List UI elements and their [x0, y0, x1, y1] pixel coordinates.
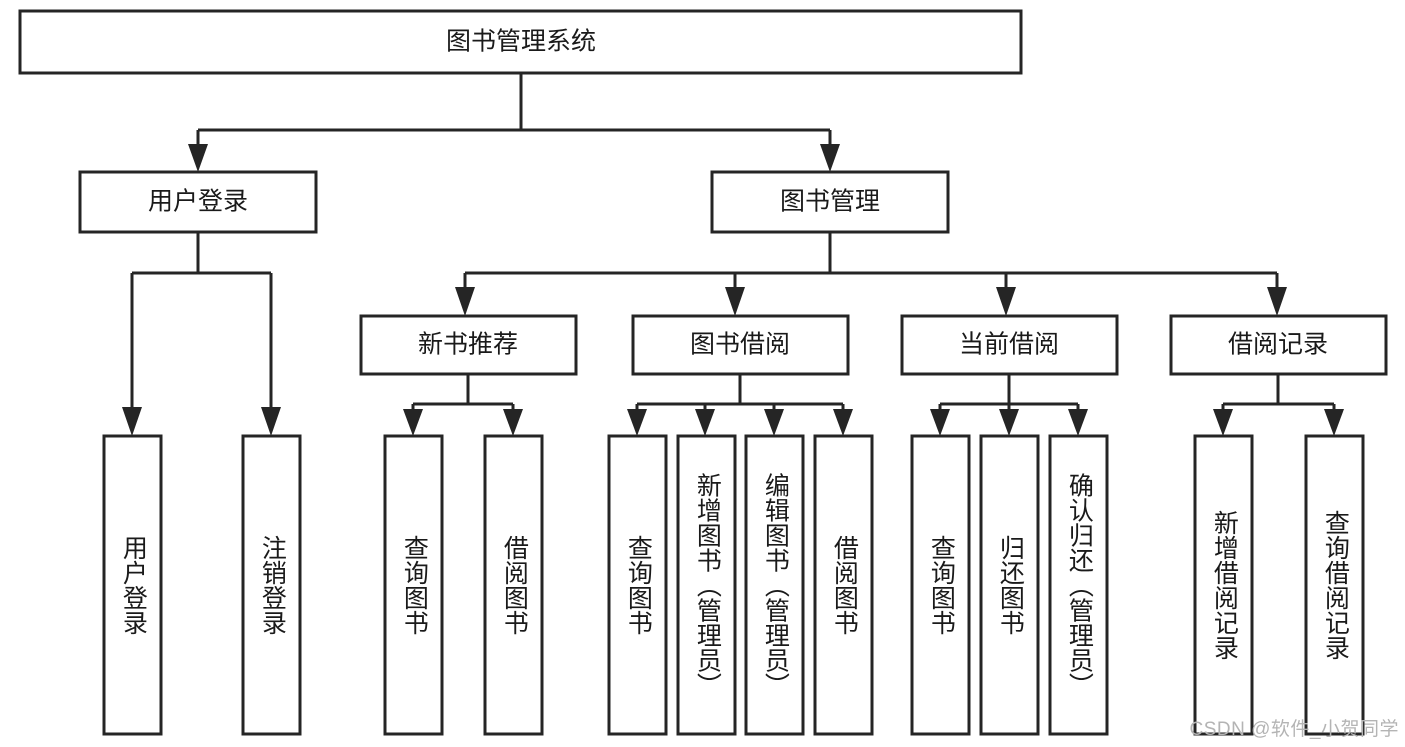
arrowhead-bb-query	[627, 409, 647, 436]
leaf-cb-return-book-label: 归还图书	[996, 535, 1025, 635]
leaf-user-login-label: 用户登录	[119, 535, 148, 635]
arrowhead-current-borrow	[996, 287, 1016, 316]
leaf-logout-box[interactable]	[241, 434, 302, 736]
node-book-management-label: 图书管理	[780, 188, 880, 216]
leaf-nbr-query-book-label: 查询图书	[400, 535, 429, 635]
arrowhead-logout-leaf	[261, 407, 281, 436]
node-new-book-recommend-box[interactable]	[359, 314, 578, 376]
leaf-user-login-box[interactable]	[102, 434, 163, 736]
leaf-logout[interactable]: 注销登录	[241, 434, 302, 736]
leaf-rec-query-record-box[interactable]	[1304, 434, 1365, 736]
node-book-management-box[interactable]	[710, 170, 950, 234]
leaf-bb-edit-book[interactable]: 编辑图书（管理员）	[744, 434, 805, 736]
leaf-cb-query-book-box[interactable]	[910, 434, 971, 736]
leaf-rec-add-record[interactable]: 新增借阅记录	[1193, 434, 1254, 736]
node-book-management[interactable]: 图书管理	[710, 170, 950, 234]
arrowhead-rec-add	[1213, 409, 1233, 436]
node-borrow-records-box[interactable]	[1169, 314, 1388, 376]
arrowhead-new-book	[455, 287, 475, 316]
leaf-bb-edit-book-box[interactable]	[744, 434, 805, 736]
csdn-watermark: CSDN @软件_小贺同学	[1189, 719, 1399, 740]
arrowhead-cb-confirm	[1068, 409, 1088, 436]
node-root[interactable]: 图书管理系统	[18, 9, 1023, 75]
arrowhead-bb-add	[695, 409, 715, 436]
leaf-rec-query-record-label: 查询借阅记录	[1321, 510, 1350, 660]
leaf-cb-return-book-box[interactable]	[979, 434, 1040, 736]
node-book-borrow-label: 图书借阅	[690, 331, 790, 359]
node-user-login[interactable]: 用户登录	[78, 170, 318, 234]
edges-layer	[122, 73, 1344, 436]
node-user-login-label: 用户登录	[148, 188, 248, 216]
node-borrow-records-label: 借阅记录	[1228, 331, 1328, 359]
arrowhead-bookmgmt	[820, 144, 840, 172]
leaf-rec-add-record-box[interactable]	[1193, 434, 1254, 736]
arrowhead-bb-borrow	[833, 409, 853, 436]
node-book-borrow[interactable]: 图书借阅	[631, 314, 850, 376]
arrowhead-cb-query	[930, 409, 950, 436]
node-book-borrow-box[interactable]	[631, 314, 850, 376]
leaf-bb-query-book[interactable]: 查询图书	[607, 434, 668, 736]
leaf-bb-add-book-label: 新增图书（管理员）	[693, 473, 722, 698]
leaf-cb-return-book[interactable]: 归还图书	[979, 434, 1040, 736]
arrowhead-cb-return	[999, 409, 1019, 436]
node-root-box[interactable]	[18, 9, 1023, 75]
node-current-borrow-box[interactable]	[900, 314, 1119, 376]
node-new-book-recommend-label: 新书推荐	[418, 331, 518, 359]
node-new-book-recommend[interactable]: 新书推荐	[359, 314, 578, 376]
node-root-label: 图书管理系统	[446, 28, 596, 56]
leaf-rec-add-record-label: 新增借阅记录	[1210, 510, 1239, 660]
arrowhead-nb-borrow	[503, 409, 523, 436]
arrowhead-book-borrow	[725, 287, 745, 316]
arrowhead-bb-edit	[764, 409, 784, 436]
node-user-login-box[interactable]	[78, 170, 318, 234]
leaf-bb-add-book-box[interactable]	[676, 434, 737, 736]
leaf-logout-label: 注销登录	[258, 535, 287, 635]
arrowhead-rec-query	[1324, 409, 1344, 436]
leaf-bb-query-book-label: 查询图书	[624, 535, 653, 635]
leaf-cb-confirm-return-label: 确认归还（管理员）	[1065, 473, 1094, 698]
arrowhead-userlogin	[188, 144, 208, 172]
leaf-nbr-query-book-box[interactable]	[383, 434, 444, 736]
leaf-nbr-borrow-book-box[interactable]	[483, 434, 544, 736]
leaf-bb-borrow-book[interactable]: 借阅图书	[813, 434, 874, 736]
leaf-cb-query-book[interactable]: 查询图书	[910, 434, 971, 736]
node-current-borrow-label: 当前借阅	[959, 331, 1059, 359]
leaf-nbr-borrow-book[interactable]: 借阅图书	[483, 434, 544, 736]
leaf-nbr-borrow-book-label: 借阅图书	[500, 535, 529, 635]
leaf-bb-edit-book-label: 编辑图书（管理员）	[761, 473, 790, 698]
leaf-cb-confirm-return[interactable]: 确认归还（管理员）	[1048, 434, 1109, 736]
leaf-cb-confirm-return-box[interactable]	[1048, 434, 1109, 736]
node-borrow-records[interactable]: 借阅记录	[1169, 314, 1388, 376]
leaf-bb-borrow-book-box[interactable]	[813, 434, 874, 736]
leaf-nbr-query-book[interactable]: 查询图书	[383, 434, 444, 736]
arrowhead-borrow-records	[1267, 287, 1287, 316]
node-current-borrow[interactable]: 当前借阅	[900, 314, 1119, 376]
leaf-rec-query-record[interactable]: 查询借阅记录	[1304, 434, 1365, 736]
leaf-user-login[interactable]: 用户登录	[102, 434, 163, 736]
leaf-bb-add-book[interactable]: 新增图书（管理员）	[676, 434, 737, 736]
leaf-bb-borrow-book-label: 借阅图书	[830, 535, 859, 635]
arrowhead-nb-query	[403, 409, 423, 436]
leaf-bb-query-book-box[interactable]	[607, 434, 668, 736]
arrowhead-user-login-leaf	[122, 407, 142, 436]
leaf-cb-query-book-label: 查询图书	[927, 535, 956, 635]
